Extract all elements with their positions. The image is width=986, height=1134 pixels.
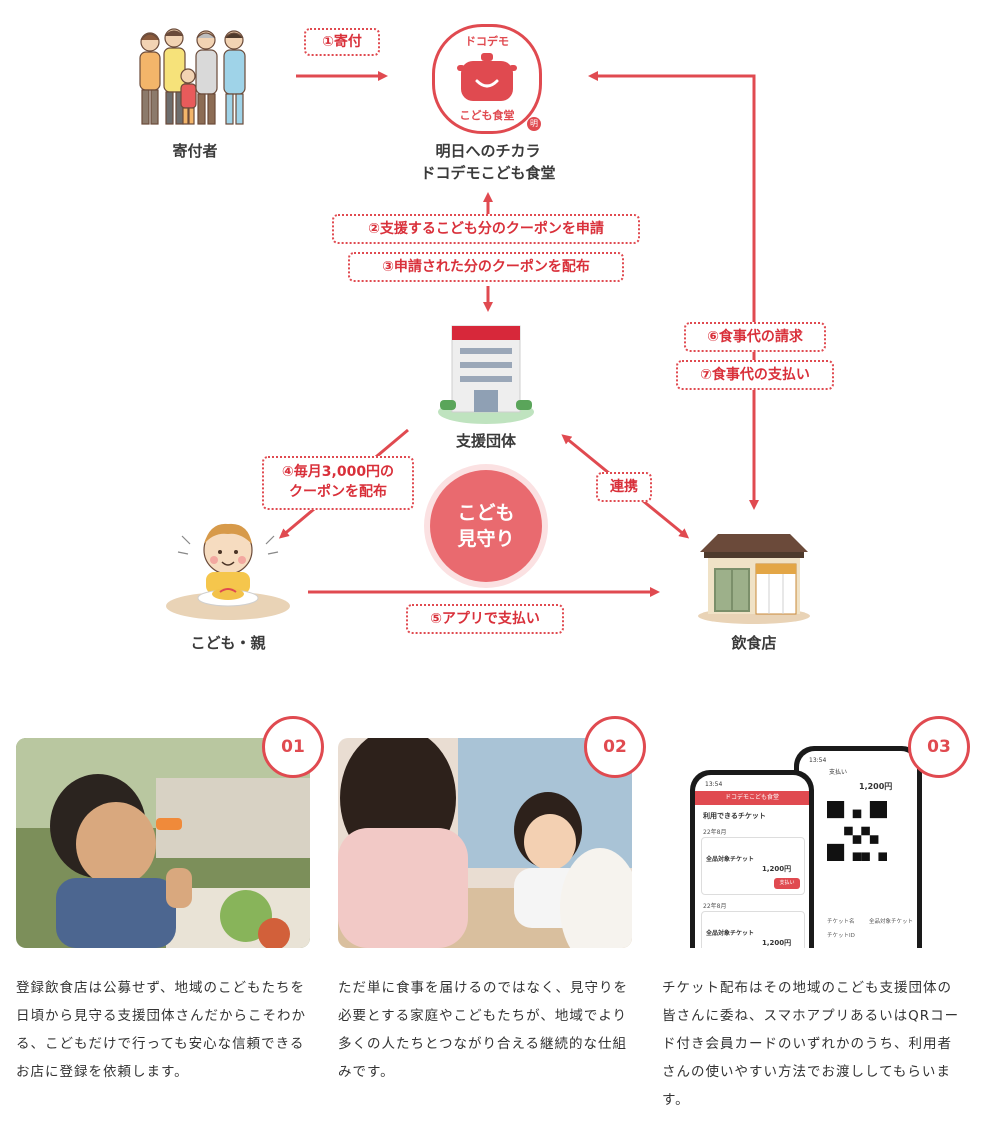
qr-code-icon — [827, 801, 887, 861]
smartphone-app-screens: 13:54 支払い 1,200円 チケット名 全品対象チケット チケットID 1… — [660, 738, 960, 948]
edge-monthly-coupon: ④毎月3,000円の クーポンを配布 — [262, 456, 414, 510]
ticket-name: 全品対象チケット — [706, 856, 755, 863]
shokudo-label-1: 明日へのチカラ — [435, 142, 541, 160]
feature-number-2: 02 — [584, 716, 646, 778]
restaurant-label: 飲食店 — [731, 634, 777, 652]
mimamori-line2: 見守り — [457, 528, 515, 550]
edge-app-payment: ⑤アプリで支払い — [406, 604, 564, 634]
phone1-header: ドコデモこども食堂 — [695, 791, 809, 805]
phone2-time: 13:54 — [809, 757, 827, 764]
ticket-amount-2: 1,200円 — [762, 939, 792, 947]
child-label: こども・親 — [190, 634, 266, 652]
logo-mark: 明 — [527, 117, 541, 131]
phone1-month1: 22年8月 — [703, 829, 727, 836]
phone2-amount: 1,200円 — [859, 782, 893, 791]
feature-image-2 — [338, 738, 632, 948]
ticket-card[interactable]: 全品対象チケット 1,200円 支払い — [701, 837, 805, 895]
shokudo-label-2: ドコデモこども食堂 — [420, 164, 556, 182]
feature-number-3: 03 — [908, 716, 970, 778]
phone1-month2: 22年8月 — [703, 903, 727, 910]
boy-eating-photo — [16, 738, 310, 948]
phone-2: 13:54 支払い 1,200円 チケット名 全品対象チケット チケットID — [794, 746, 922, 948]
edge-link: 連携 — [596, 472, 652, 502]
feature-number-1: 01 — [262, 716, 324, 778]
building-icon — [438, 325, 534, 424]
edge-monthly-coupon-line1: ④毎月3,000円の — [281, 464, 395, 480]
mimamori-line1: こども — [457, 502, 515, 524]
feature-text-2: ただ単に食事を届けるのではなく、見守りを必要とする家庭やこどもたちが、地域でより… — [338, 980, 628, 1080]
edge-donation: ①寄付 — [304, 28, 380, 56]
feature-text-1: 登録飲食店は公募せず、地域のこどもたちを日頃から見守る支援団体さんだからこそわか… — [16, 980, 306, 1080]
restaurant-shop-icon — [698, 534, 810, 624]
pot-icon — [457, 53, 517, 101]
phone2-header: 支払い — [829, 769, 848, 776]
support-org-label: 支援団体 — [455, 432, 516, 450]
logo-top-text: ドコデモ — [465, 35, 509, 48]
ticket-name-2: 全品対象チケット — [706, 930, 755, 937]
edge-apply-coupon: ②支援するこども分のクーポンを申請 — [332, 214, 640, 244]
donor-label: 寄付者 — [172, 142, 218, 160]
phone1-title: 利用できるチケット — [703, 812, 766, 820]
child-eating-icon — [166, 523, 290, 620]
ticket-card-2[interactable]: 全品対象チケット 1,200円 — [701, 911, 805, 948]
feature-text-3: チケット配布はその地域のこども支援団体の皆さんに委ね、スマホアプリあるいはQRコ… — [662, 980, 960, 1108]
pay-button[interactable]: 支払い — [774, 878, 800, 889]
phone1-time: 13:54 — [705, 781, 723, 788]
arrow-billing-payment — [588, 71, 759, 510]
phone-1: 13:54 ドコデモこども食堂 利用できるチケット 22年8月 全品対象チケット… — [690, 770, 814, 948]
donor-group-icon — [139, 28, 246, 125]
edge-distribute-coupon: ③申請された分のクーポンを配布 — [348, 252, 624, 282]
feature-image-1 — [16, 738, 310, 948]
shokudo-logo: ドコデモ こども食堂 明 — [432, 24, 542, 134]
edge-payment: ⑦食事代の支払い — [676, 360, 834, 390]
edge-billing: ⑥食事代の請求 — [684, 322, 826, 352]
logo-bottom-text: こども食堂 — [459, 109, 515, 122]
edge-monthly-coupon-line2: クーポンを配布 — [289, 484, 387, 500]
girl-talking-photo — [338, 738, 632, 948]
mimamori-circle: こども 見守り — [430, 470, 542, 582]
phone2-row2-label: チケットID — [827, 933, 855, 939]
phone2-row1-label: チケット名 — [827, 919, 855, 925]
ticket-amount: 1,200円 — [762, 865, 792, 873]
phone2-row1-value: 全品対象チケット — [869, 919, 914, 925]
